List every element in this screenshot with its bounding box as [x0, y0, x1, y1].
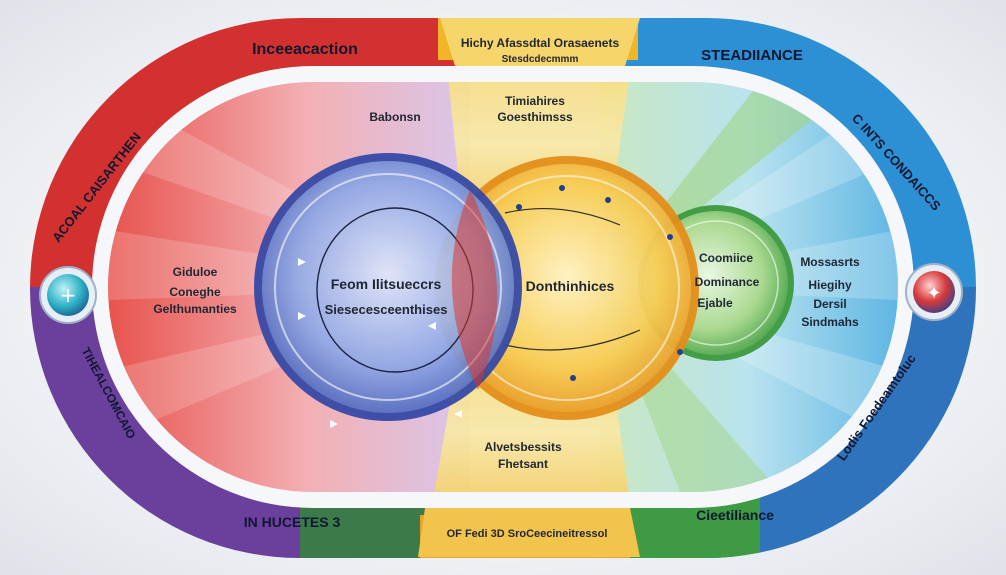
green-circle-label-3: Ejable — [697, 296, 733, 310]
bottom-band-text: OF Fedi 3D SroCeecineitressol — [447, 528, 608, 540]
bottom-band-cap — [418, 508, 640, 557]
top-band-line2: Stesdcdecmmm — [502, 54, 579, 65]
section-right-2: Hiegihy — [808, 278, 852, 292]
top-band-line1: Hichy Afassdtal Orasaenets — [461, 36, 620, 50]
blue-circle-label-1: Feom Ilitsueccrs — [331, 276, 442, 292]
section-upper-center-1: Timiahires — [505, 94, 565, 108]
section-upper-center-2: Goesthimsss — [497, 110, 573, 124]
arc-label-top-right: STEADIIANCE — [701, 47, 803, 64]
yellow-circle-label: Donthinhices — [526, 278, 615, 294]
plus-icon: + — [60, 283, 77, 307]
section-right-1: Mossasrts — [800, 255, 860, 269]
green-circle-label-2: Dominance — [695, 275, 760, 289]
section-bottom-center-2: Fhetsant — [498, 457, 548, 471]
green-circle-label-1: Coomiice — [699, 251, 753, 265]
blue-circle-label-2: Siesecesceenthises — [325, 302, 448, 317]
overlap-lens — [451, 190, 498, 390]
left-plus-button[interactable]: + — [39, 266, 97, 324]
sparkle-icon: ✦ — [926, 283, 941, 304]
section-bottom-center-1: Alvetsbessits — [484, 440, 562, 454]
section-right-3: Dersil — [813, 297, 846, 311]
arc-label-top-left: Inceeacaction — [252, 41, 358, 58]
section-right-4: Sindmahs — [801, 315, 859, 329]
right-star-button[interactable]: ✦ — [905, 263, 963, 321]
section-left-2: Coneghe — [169, 285, 221, 299]
arc-label-bottom-left: IN HUCETES 3 — [244, 514, 341, 530]
section-left-1: Giduloe — [173, 265, 218, 279]
arc-label-bottom-right: Cieetiliance — [696, 507, 774, 523]
section-left-3: Gelthumanties — [153, 302, 237, 316]
top-band-cap — [440, 18, 640, 66]
section-upper-left: Babonsn — [369, 110, 420, 124]
